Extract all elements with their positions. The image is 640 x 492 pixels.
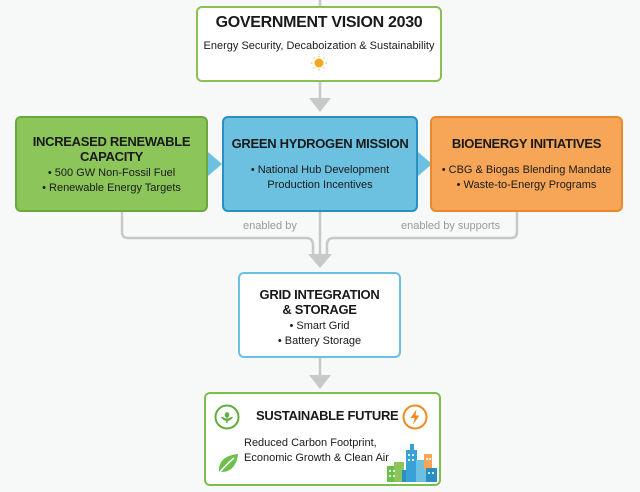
future-title: SUSTAINABLE FUTURE: [256, 408, 399, 423]
renewable-title: INCREASED RENEWABLE CAPACITY: [17, 134, 206, 164]
vision-subtitle: Energy Security, Decaboization & Sustain…: [203, 40, 435, 52]
bullet-item: Production Incentives: [267, 179, 373, 191]
bullet-item: • 500 GW Non-Fossil Fuel: [47, 167, 176, 179]
lightning-circle-icon: [402, 404, 428, 430]
edge-label-enabled-by-supports: enabled by supports: [401, 220, 501, 232]
arrow-head-down: [309, 375, 331, 389]
green-hydrogen-node: GREEN HYDROGEN MISSION • National Hub De…: [222, 116, 418, 212]
future-desc-line1: Reduced Carbon Footprint,: [244, 437, 377, 449]
grid-title-line1: GRID INTEGRATION: [259, 287, 380, 302]
edge-label-enabled-by: enabled by: [243, 220, 297, 232]
bullet-item: • Renewable Energy Targets: [42, 182, 181, 194]
bioenergy-title: BIOENERGY INITIATIVES: [451, 136, 602, 151]
sun-icon: [311, 55, 327, 71]
arrow-head-down: [308, 254, 332, 268]
sustainable-future-node: SUSTAINABLE FUTURE Reduced Carbon Footpr…: [204, 392, 441, 486]
renewable-title-line1: INCREASED RENEWABLE: [32, 134, 191, 149]
bullet-item: • Battery Storage: [277, 335, 362, 347]
bullet-item: • Smart Grid: [289, 320, 350, 332]
leaf-icon: [215, 454, 238, 478]
arrow-right-hydrogen-to-bioenergy: [418, 152, 432, 176]
future-description: Reduced Carbon Footprint, Economic Growt…: [244, 436, 389, 466]
grid-title-line2: & STORAGE: [282, 302, 357, 317]
renewable-title-line2: CAPACITY: [79, 149, 144, 164]
arrow-head-down: [309, 98, 331, 112]
city-icon: [387, 444, 437, 482]
bullet-item: • CBG & Biogas Blending Mandate: [441, 164, 612, 176]
future-desc-line2: Economic Growth & Clean Air: [244, 452, 389, 464]
bullet-item: • National Hub Development: [250, 164, 390, 176]
bioenergy-node: BIOENERGY INITIATIVES • CBG & Biogas Ble…: [430, 116, 623, 212]
renewable-capacity-node: INCREASED RENEWABLE CAPACITY • 500 GW No…: [15, 116, 208, 212]
plant-circle-icon: [214, 404, 240, 430]
vision-title: GOVERNMENT VISION 2030: [215, 14, 423, 31]
vision-node: GOVERNMENT VISION 2030 Energy Security, …: [196, 6, 442, 82]
bullet-item: • Waste-to-Energy Programs: [456, 179, 597, 191]
connector-bioenergy-to-grid: [325, 212, 519, 256]
hydrogen-title: GREEN HYDROGEN MISSION: [231, 136, 409, 151]
grid-title: GRID INTEGRATION & STORAGE: [240, 287, 399, 317]
connector-renewable-to-grid: [120, 212, 315, 256]
grid-integration-node: GRID INTEGRATION & STORAGE • Smart Grid …: [238, 272, 401, 358]
arrow-right-renewable-to-hydrogen: [208, 152, 222, 176]
